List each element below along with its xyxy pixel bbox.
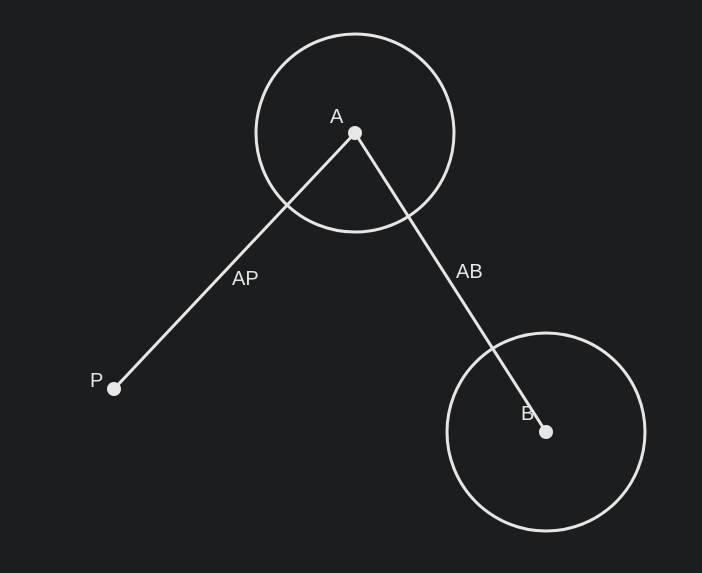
point-p[interactable]	[107, 382, 121, 396]
circle-around-a	[254, 32, 456, 234]
segment-ab-label: AB	[456, 261, 483, 283]
point-a[interactable]	[348, 126, 362, 140]
circle-around-b	[445, 331, 647, 533]
point-b-label: B	[521, 403, 534, 425]
segment-ap	[112, 131, 357, 391]
segment-ap-label: AP	[232, 268, 259, 290]
segment-ab	[353, 131, 548, 434]
point-a-label: A	[330, 106, 344, 128]
point-p-label: P	[90, 370, 103, 392]
point-b[interactable]	[539, 425, 553, 439]
